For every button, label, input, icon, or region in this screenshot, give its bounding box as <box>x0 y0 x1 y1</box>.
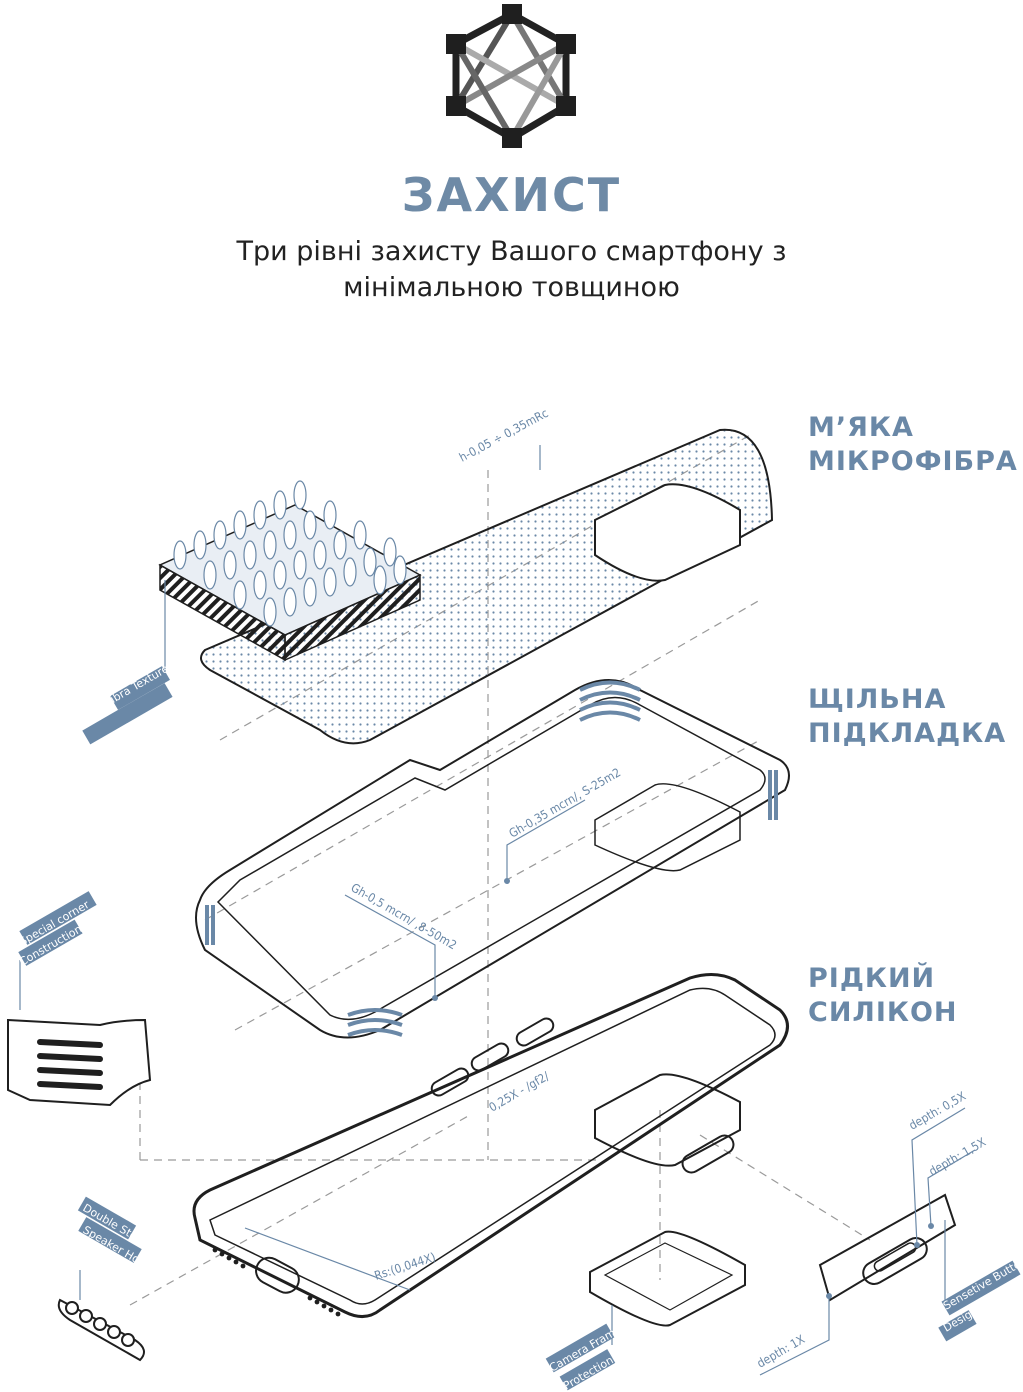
layer-label-line: МІКРОФІБРА <box>808 446 1018 477</box>
exploded-case-diagram: h-0,05 ÷ 0,35mRc Gh-0,35 mcrn/, S-25m2 G… <box>7 406 1023 1392</box>
gasket-lower-annotation: Gh-0,5 mcrn/ ,8-50m2 <box>349 880 460 952</box>
subtitle-line-2: мінімальною товщиною <box>343 272 680 303</box>
microfibre-layer: h-0,05 ÷ 0,35mRc <box>158 406 774 745</box>
layer-label-line: М’ЯКА <box>808 412 914 443</box>
layer-label-line: ЩІЛЬНА <box>808 684 947 715</box>
speaker-detail <box>57 1298 145 1362</box>
tag-button: Sensetive Button Design <box>938 1220 1023 1342</box>
layer-label-line: СИЛІКОН <box>808 997 958 1028</box>
gasket-layer: Gh-0,35 mcrn/, S-25m2 Gh-0,5 mcrn/ ,8-50… <box>195 679 790 1039</box>
tag-camera: Camera Frame Protection <box>545 1305 624 1392</box>
page-subtitle: Три рівні захисту Вашого смартфону з мін… <box>0 234 1023 306</box>
corner-detail <box>7 1018 152 1107</box>
layer-label-line: ПІДКЛАДКА <box>808 718 1007 749</box>
gasket-upper-annotation: Gh-0,35 mcrn/, S-25m2 <box>507 765 624 840</box>
layer-label-gasket: ЩІЛЬНА ПІДКЛАДКА <box>808 683 1006 751</box>
layer-label-silicone: РІДКИЙ СИЛІКОН <box>808 962 958 1030</box>
side-button-annotation: 0,25X - /gf2/ <box>487 1069 552 1115</box>
layer-label-microfibre: М’ЯКА МІКРОФІБРА <box>808 411 1018 479</box>
silicone-case-layer: 0,25X - /gf2/ Rs:(0,044X) <box>192 973 789 1318</box>
layer-label-line: РІДКИЙ <box>808 963 936 994</box>
tag-speaker: Double Step Speaker Hole <box>77 1196 150 1300</box>
hexagon-network-logo-icon <box>446 4 576 148</box>
camera-frame-detail <box>589 1230 746 1327</box>
page-title: ЗАХИСТ <box>401 168 622 222</box>
tag-corner: Special corner Construction <box>17 891 97 1010</box>
subtitle-line-1: Три рівні захисту Вашого смартфону з <box>236 236 787 267</box>
depth-15-annotation: depth: 1,5X <box>927 1135 989 1179</box>
microfibre-thickness-annotation: h-0,05 ÷ 0,35mRc <box>457 406 551 465</box>
tag-microfibre: Ultra-Soft Microfibra Texture <box>79 580 173 745</box>
depth-05-annotation: depth: 0,5X <box>907 1089 969 1133</box>
tag-line: Sensetive Button <box>941 1254 1023 1312</box>
